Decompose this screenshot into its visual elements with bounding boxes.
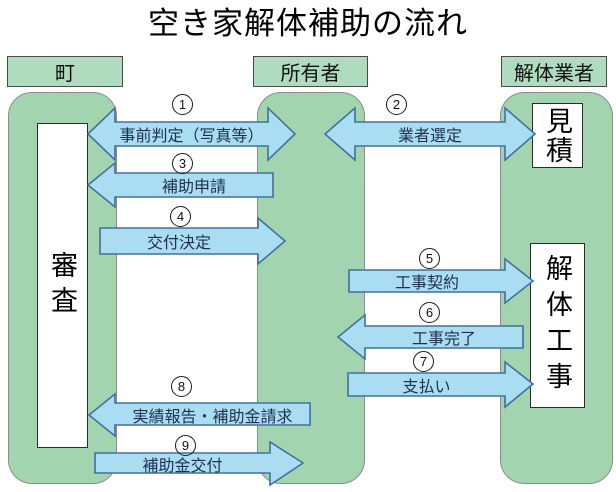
arrow-shape bbox=[323, 106, 537, 162]
arrow-label: 補助申請 bbox=[161, 179, 226, 196]
step-number-5: 5 bbox=[419, 248, 440, 269]
arrow-label: 支払い bbox=[402, 378, 451, 396]
arrow-label: 補助金交付 bbox=[142, 457, 223, 475]
arrow-step-2: 業者選定 bbox=[323, 106, 537, 162]
column-header-owner: 所有者 bbox=[253, 56, 368, 87]
column-header-contractor: 解体業者 bbox=[501, 56, 607, 87]
arrow-step-1: 事前判定（写真等） bbox=[86, 106, 297, 162]
arrow-label: 業者選定 bbox=[397, 128, 462, 145]
arrow-shape bbox=[348, 257, 535, 305]
arrow-step-8: 実績報告・補助金請求 bbox=[87, 392, 311, 438]
arrow-label: 事前判定（写真等） bbox=[119, 128, 264, 145]
step-number-8: 8 bbox=[171, 376, 192, 397]
arrow-step-7: 支払い bbox=[347, 360, 535, 409]
arrow-shape bbox=[86, 161, 274, 209]
arrow-shape bbox=[347, 360, 535, 409]
arrow-label: 工事契約 bbox=[394, 275, 459, 292]
step-number-2: 2 bbox=[386, 94, 407, 115]
arrow-step-9: 補助金交付 bbox=[94, 440, 305, 487]
arrow-step-5: 工事契約 bbox=[348, 257, 535, 305]
arrow-step-6: 工事完了 bbox=[336, 313, 524, 361]
step-number-3: 3 bbox=[172, 153, 193, 174]
step-number-9: 9 bbox=[175, 435, 196, 456]
arrow-label: 交付決定 bbox=[146, 235, 211, 252]
demolition-work-box: 解体工事 bbox=[530, 243, 585, 408]
arrow-shape bbox=[94, 440, 305, 487]
step-number-6: 6 bbox=[419, 302, 440, 323]
step-number-4: 4 bbox=[170, 206, 191, 227]
estimate-box: 見積 bbox=[532, 103, 583, 168]
arrow-shape bbox=[99, 216, 287, 266]
arrow-step-3: 補助申請 bbox=[86, 161, 274, 209]
step-number-1: 1 bbox=[172, 94, 193, 115]
step-number-7: 7 bbox=[413, 351, 434, 372]
arrow-label: 工事完了 bbox=[411, 331, 476, 348]
arrow-step-4: 交付決定 bbox=[99, 216, 287, 266]
arrow-shape bbox=[87, 392, 311, 438]
review-box: 審査 bbox=[37, 123, 88, 448]
arrow-shape bbox=[86, 106, 297, 162]
arrow-shape bbox=[336, 313, 524, 361]
arrow-label: 実績報告・補助金請求 bbox=[132, 409, 293, 426]
column-header-town: 町 bbox=[7, 56, 123, 87]
diagram-title: 空き家解体補助の流れ bbox=[148, 6, 468, 41]
